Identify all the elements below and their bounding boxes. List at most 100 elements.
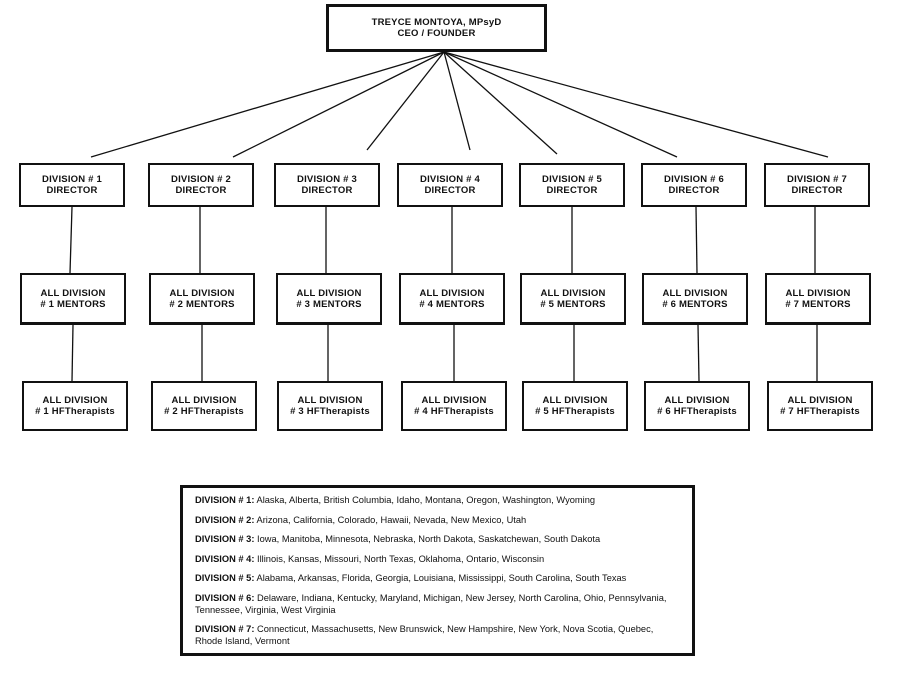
therapists-line-2: # 1 HFTherapists <box>35 406 115 417</box>
connector-ceo-div6 <box>443 51 678 158</box>
director-label: DIVISION # 2 <box>171 174 231 185</box>
division-4-therapists-box: ALL DIVISION# 4 HFTherapists <box>401 381 507 431</box>
connector-ceo-div5 <box>443 51 558 155</box>
division-2-therapists-box: ALL DIVISION# 2 HFTherapists <box>151 381 257 431</box>
mentors-line-1: ALL DIVISION <box>540 287 606 299</box>
therapists-line-1: ALL DIVISION <box>421 395 487 406</box>
legend-regions: Alaska, Alberta, British Columbia, Idaho… <box>256 495 596 505</box>
director-role: DIRECTOR <box>46 185 98 196</box>
director-role: DIRECTOR <box>546 185 598 196</box>
legend-regions: Delaware, Indiana, Kentucky, Maryland, M… <box>195 592 667 615</box>
therapists-line-2: # 7 HFTherapists <box>780 406 860 417</box>
therapists-line-2: # 4 HFTherapists <box>414 406 494 417</box>
connector-ceo-div4 <box>443 51 471 151</box>
legend-row-division-6: DIVISION # 6: Delaware, Indiana, Kentuck… <box>195 592 682 616</box>
connector-dir-men-1 <box>69 206 73 274</box>
therapists-line-1: ALL DIVISION <box>297 395 363 406</box>
division-1-mentors-box: ALL DIVISION# 1 MENTORS <box>20 273 126 325</box>
mentors-line-1: ALL DIVISION <box>40 287 106 299</box>
legend-row-division-7: DIVISION # 7: Connecticut, Massachusetts… <box>195 623 682 647</box>
legend-label: DIVISION # 1: <box>195 495 255 505</box>
legend-label: DIVISION # 5: <box>195 573 255 583</box>
director-label: DIVISION # 6 <box>664 174 724 185</box>
division-3-mentors-box: ALL DIVISION# 3 MENTORS <box>276 273 382 325</box>
mentors-line-1: ALL DIVISION <box>296 287 362 299</box>
legend-label: DIVISION # 3: <box>195 534 255 544</box>
connector-men-ther-6 <box>697 324 700 382</box>
mentors-line-1: ALL DIVISION <box>662 287 728 299</box>
mentors-line-2: # 3 MENTORS <box>296 298 362 310</box>
legend-row-division-1: DIVISION # 1: Alaska, Alberta, British C… <box>195 494 682 506</box>
mentors-line-1: ALL DIVISION <box>169 287 235 299</box>
legend-label: DIVISION # 4: <box>195 553 255 564</box>
legend-regions: Illinois, Kansas, Missouri, North Texas,… <box>257 553 545 564</box>
legend-label: DIVISION # 2: <box>195 514 255 525</box>
division-5-mentors-box: ALL DIVISION# 5 MENTORS <box>520 273 626 325</box>
therapists-line-2: # 2 HFTherapists <box>164 406 244 417</box>
therapists-line-1: ALL DIVISION <box>171 395 237 406</box>
division-5-therapists-box: ALL DIVISION# 5 HFTherapists <box>522 381 628 431</box>
ceo-name: TREYCE MONTOYA, MPsyD <box>371 17 502 28</box>
connector-ceo-div1 <box>90 51 445 158</box>
division-1-therapists-box: ALL DIVISION# 1 HFTherapists <box>22 381 128 431</box>
mentors-line-2: # 6 MENTORS <box>662 298 728 310</box>
director-role: DIRECTOR <box>175 185 227 196</box>
therapists-line-2: # 5 HFTherapists <box>535 406 615 417</box>
therapists-line-1: ALL DIVISION <box>542 395 608 406</box>
director-label: DIVISION # 3 <box>297 174 357 185</box>
mentors-line-1: ALL DIVISION <box>785 287 851 299</box>
director-label: DIVISION # 7 <box>787 174 847 185</box>
director-label: DIVISION # 5 <box>542 174 602 185</box>
legend-regions: Arizona, California, Colorado, Hawaii, N… <box>256 514 527 525</box>
legend-row-division-2: DIVISION # 2: Arizona, California, Color… <box>195 514 682 526</box>
division-6-mentors-box: ALL DIVISION# 6 MENTORS <box>642 273 748 325</box>
therapists-line-1: ALL DIVISION <box>664 395 730 406</box>
connector-ceo-div2 <box>232 51 445 158</box>
director-role: DIRECTOR <box>424 185 476 196</box>
ceo-title: CEO / FOUNDER <box>397 28 476 39</box>
connector-ceo-div7 <box>443 51 829 158</box>
legend-regions: Alabama, Arkansas, Florida, Georgia, Lou… <box>256 573 627 583</box>
legend-regions: Connecticut, Massachusetts, New Brunswic… <box>195 624 654 646</box>
division-4-mentors-box: ALL DIVISION# 4 MENTORS <box>399 273 505 325</box>
legend-label: DIVISION # 6: <box>195 592 255 603</box>
mentors-line-2: # 5 MENTORS <box>540 298 606 310</box>
director-label: DIVISION # 1 <box>42 174 102 185</box>
mentors-line-2: # 2 MENTORS <box>169 298 235 310</box>
mentors-line-2: # 4 MENTORS <box>419 298 485 310</box>
director-role: DIRECTOR <box>791 185 843 196</box>
legend-label: DIVISION # 7: <box>195 624 255 634</box>
therapists-line-1: ALL DIVISION <box>787 395 853 406</box>
legend-regions: Iowa, Manitoba, Minnesota, Nebraska, Nor… <box>257 534 601 544</box>
division-2-mentors-box: ALL DIVISION# 2 MENTORS <box>149 273 255 325</box>
division-7-therapists-box: ALL DIVISION# 7 HFTherapists <box>767 381 873 431</box>
therapists-line-2: # 6 HFTherapists <box>657 406 737 417</box>
division-regions-legend: DIVISION # 1: Alaska, Alberta, British C… <box>180 485 695 656</box>
therapists-line-1: ALL DIVISION <box>42 395 108 406</box>
therapists-line-2: # 3 HFTherapists <box>290 406 370 417</box>
mentors-line-1: ALL DIVISION <box>419 287 485 299</box>
legend-row-division-4: DIVISION # 4: Illinois, Kansas, Missouri… <box>195 553 682 565</box>
legend-row-division-5: DIVISION # 5: Alabama, Arkansas, Florida… <box>195 572 682 584</box>
mentors-line-2: # 1 MENTORS <box>40 298 106 310</box>
director-role: DIRECTOR <box>301 185 353 196</box>
director-role: DIRECTOR <box>668 185 720 196</box>
ceo-box: TREYCE MONTOYA, MPsyD CEO / FOUNDER <box>326 4 547 52</box>
connector-dir-men-6 <box>695 206 698 274</box>
connector-men-ther-1 <box>71 324 74 382</box>
mentors-line-2: # 7 MENTORS <box>785 298 851 310</box>
director-label: DIVISION # 4 <box>420 174 480 185</box>
connector-ceo-div3 <box>366 51 445 151</box>
division-3-therapists-box: ALL DIVISION# 3 HFTherapists <box>277 381 383 431</box>
legend-row-division-3: DIVISION # 3: Iowa, Manitoba, Minnesota,… <box>195 533 682 545</box>
division-6-therapists-box: ALL DIVISION# 6 HFTherapists <box>644 381 750 431</box>
division-7-mentors-box: ALL DIVISION# 7 MENTORS <box>765 273 871 325</box>
